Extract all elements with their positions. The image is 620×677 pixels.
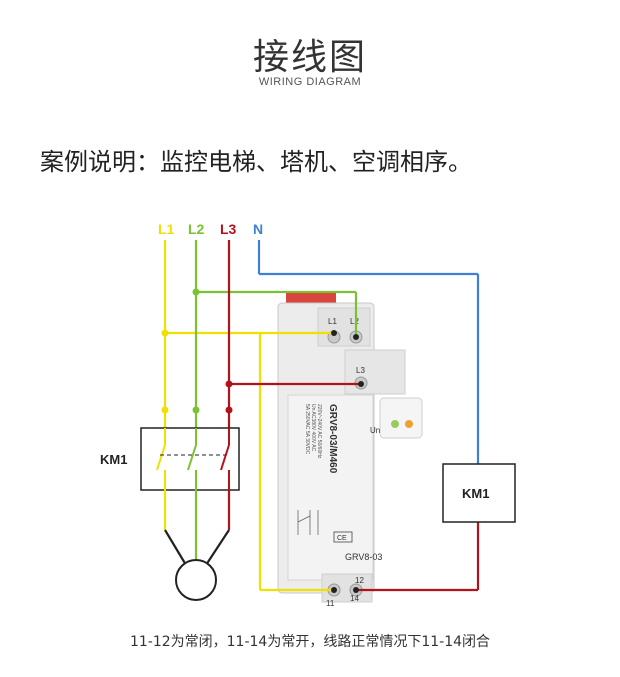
footer-note: 11-12为常闭，11-14为常开，线路正常情况下11-14闭合 <box>129 634 491 650</box>
terminal-dot-l1 <box>331 330 337 336</box>
relay-top-terminal-block <box>317 307 371 347</box>
wire-l3 <box>227 240 480 592</box>
wire-l2 <box>194 240 358 430</box>
relay-spec-line-2: Un AC380V 400V AC <box>310 404 316 452</box>
indicator-window <box>379 397 423 439</box>
coil-km1 <box>442 463 516 523</box>
terminal-label-14: 14 <box>350 594 359 603</box>
wire-n <box>257 240 480 464</box>
relay-mid-terminal-block <box>344 349 406 395</box>
contact-symbol-icon <box>297 510 319 535</box>
relay-model-vertical: GRV8-03/M460 <box>327 404 338 474</box>
relay-spec-line-1: 220V~240V AC 50/60Hz <box>316 404 322 459</box>
page-subtitle: WIRING DIAGRAM <box>258 76 362 88</box>
relay-front-face <box>287 394 374 581</box>
phase-label-l2: L2 <box>188 221 205 237</box>
terminal-dot-l2 <box>353 334 359 340</box>
phase-sequence-relay: L1 L2 L3 Un GRV8-03/M460 220V~240V AC 50… <box>277 292 423 608</box>
ce-badge: CE <box>337 535 347 542</box>
terminal-dot-l3 <box>358 381 364 387</box>
indicator-label: Un <box>370 426 380 435</box>
terminal-dot-11 <box>331 587 337 593</box>
junction-l1-contactor <box>161 406 169 414</box>
phase-label-n: N <box>253 221 263 237</box>
terminal-label-l1: L1 <box>328 317 337 326</box>
power-led <box>391 420 399 428</box>
contactor-label: KM1 <box>100 452 127 467</box>
junction-l3 <box>225 380 233 388</box>
terminal-label-l3: L3 <box>356 366 365 375</box>
relay-model-label: GRV8-03 <box>345 552 382 562</box>
terminal-dot-14 <box>353 587 359 593</box>
status-led <box>405 420 413 428</box>
relay-spec-line-3: 5A 250VAC 5A 30VDC <box>304 404 310 455</box>
phase-label-l3: L3 <box>220 221 237 237</box>
junction-l3-contactor <box>225 406 233 414</box>
phase-label-l1: L1 <box>158 221 175 237</box>
case-description: 案例说明：监控电梯、塔机、空调相序。 <box>40 148 472 176</box>
junction-l1 <box>161 329 169 337</box>
contactor-frame <box>140 427 240 491</box>
ce-badge-icon <box>333 531 353 543</box>
junction-l2-contactor <box>192 406 200 414</box>
junction-l2 <box>192 288 200 296</box>
terminal-label-l2: L2 <box>350 317 359 326</box>
terminal-label-11: 11 <box>326 599 335 608</box>
motor-leads <box>163 490 231 566</box>
motor-icon <box>175 559 217 601</box>
terminal-label-12: 12 <box>355 576 364 585</box>
contactor-km1: KM1 <box>100 427 240 491</box>
page-title: 接线图 <box>252 37 367 78</box>
wire-l1 <box>163 240 334 592</box>
coil-label: KM1 <box>462 486 489 501</box>
